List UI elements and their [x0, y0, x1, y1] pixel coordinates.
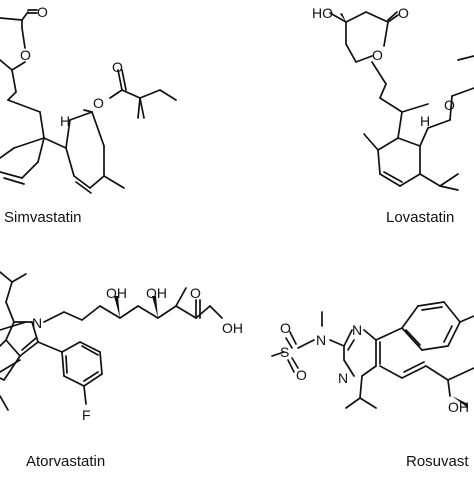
simvastatin-ester-carbonyl-label: O	[112, 59, 123, 75]
rosuvastatin-stereo-hash	[452, 396, 468, 408]
lovastatin-junction-h-label: H	[420, 113, 430, 129]
atorvastatin-acid-hydroxy-label: OH	[222, 320, 243, 336]
simvastatin-carbonyl-oxygen-label: O	[37, 4, 48, 20]
atorvastatin-hydroxy-2-label: OH	[146, 285, 167, 301]
rosuvastatin-sulfonyl-oxygen-2-label: O	[296, 367, 307, 383]
lovastatin-structure: HO O O O H Lovastatin	[312, 5, 474, 226]
atorvastatin-hydroxy-1-label: OH	[106, 285, 127, 301]
lovastatin-carbonyl-oxygen-label: O	[398, 5, 409, 21]
lovastatin-ester-oxygen-label: O	[444, 97, 455, 113]
atorvastatin-structure: N OH OH O OH F Atorvastatin	[0, 271, 243, 470]
atorvastatin-carbonyl-oxygen-label: O	[190, 285, 201, 301]
simvastatin-structure: O O O O H Simvastatin	[0, 4, 177, 226]
simvastatin-name: Simvastatin	[4, 209, 82, 226]
atorvastatin-fluorine-label: F	[82, 407, 91, 423]
lovastatin-stereo-wedge	[340, 13, 346, 22]
atorvastatin-nitrogen-label: N	[32, 315, 42, 331]
rosuvastatin-hydroxy-label: OH	[448, 399, 469, 415]
simvastatin-ring-oxygen-label: O	[20, 47, 31, 63]
simvastatin-junction-h-label: H	[60, 113, 70, 129]
rosuvastatin-sulfonyl-oxygen-1-label: O	[280, 320, 291, 336]
lovastatin-ring-oxygen-label: O	[372, 47, 383, 63]
rosuvastatin-sulfonamide-nitrogen-label: N	[316, 332, 326, 348]
rosuvastatin-ring-nitrogen-2-label: N	[338, 370, 348, 386]
rosuvastatin-structure: N S O O N N OH Rosuvast	[271, 301, 474, 470]
rosuvastatin-name: Rosuvast	[406, 453, 469, 470]
atorvastatin-wedge-1	[114, 296, 120, 318]
lovastatin-hydroxy-label: HO	[312, 5, 333, 21]
lovastatin-name: Lovastatin	[386, 209, 454, 226]
rosuvastatin-ring-nitrogen-1-label: N	[352, 322, 362, 338]
simvastatin-ester-oxygen-label: O	[93, 95, 104, 111]
atorvastatin-name: Atorvastatin	[26, 453, 105, 470]
atorvastatin-wedge-2	[152, 296, 158, 318]
rosuvastatin-sulfur-label: S	[280, 344, 289, 360]
